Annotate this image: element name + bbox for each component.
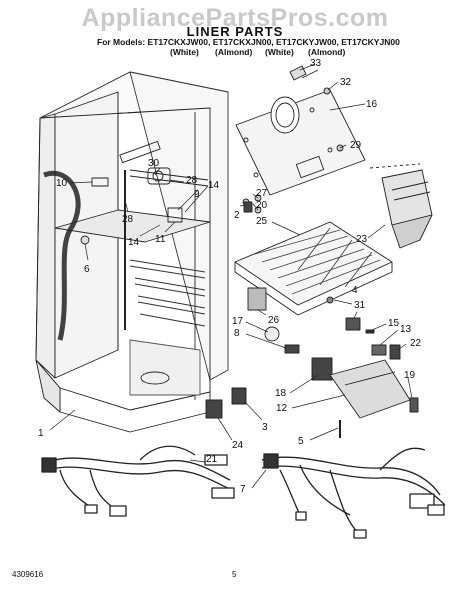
callout-21: 21 <box>206 454 218 465</box>
callout-12: 12 <box>276 403 288 414</box>
callout-25: 25 <box>256 216 268 227</box>
callout-30: 30 <box>148 158 160 169</box>
callout-28-top: 28 <box>186 175 198 186</box>
callout-7: 7 <box>240 484 246 495</box>
callout-2: 2 <box>234 210 240 221</box>
liner-cabinet <box>35 71 229 433</box>
callout-5: 5 <box>298 436 304 447</box>
callout-20: 20 <box>256 200 268 211</box>
callout-32: 32 <box>340 77 352 88</box>
callout-19: 19 <box>404 370 416 381</box>
callout-10: 10 <box>56 178 68 189</box>
callout-16: 16 <box>366 99 378 110</box>
watermark: AppliancePartsPros.com <box>81 4 389 32</box>
callouts: 33 32 16 29 10 30 28 9 27 20 14 2 28 25 … <box>38 58 422 495</box>
small-parts <box>205 201 419 438</box>
callout-29: 29 <box>350 140 362 151</box>
callout-24: 24 <box>232 440 244 451</box>
model-color-2: (Almond) <box>215 47 253 57</box>
callout-22: 22 <box>410 338 422 349</box>
callout-8: 8 <box>234 328 240 339</box>
footer-page-number: 5 <box>232 570 237 579</box>
evaporator-cover <box>235 89 366 196</box>
callout-26: 26 <box>268 315 280 326</box>
footer-doc-number: 4309616 <box>12 570 44 579</box>
callout-3: 3 <box>262 422 268 433</box>
callout-23: 23 <box>356 234 368 245</box>
callout-27: 27 <box>256 188 268 199</box>
wire-harness-right <box>261 447 446 539</box>
callout-33: 33 <box>310 58 322 69</box>
callout-11: 11 <box>155 234 166 245</box>
callout-14-top: 14 <box>208 180 220 191</box>
callout-15: 15 <box>388 318 400 329</box>
leader-lines <box>49 63 413 489</box>
models-line: For Models: ET17CKXJW00, ET17CKXJN00, ET… <box>97 37 400 47</box>
callout-18: 18 <box>275 388 287 399</box>
shelf-tray <box>234 221 393 316</box>
model-color-4: (Almond) <box>308 47 346 57</box>
air-duct <box>369 163 433 249</box>
callout-13: 13 <box>400 324 412 335</box>
model-color-3: (White) <box>265 47 294 57</box>
page-title: LINER PARTS <box>186 24 284 39</box>
callout-17: 17 <box>232 316 244 327</box>
callout-9: 9 <box>194 189 200 200</box>
callout-1: 1 <box>38 428 44 439</box>
wire-harness-left <box>41 445 235 517</box>
callout-14-bottom: 14 <box>128 237 140 248</box>
callout-28-bottom: 28 <box>122 214 134 225</box>
callout-4: 4 <box>352 285 358 296</box>
callout-6: 6 <box>84 264 90 275</box>
model-color-1: (White) <box>170 47 199 57</box>
callout-31: 31 <box>354 300 366 311</box>
